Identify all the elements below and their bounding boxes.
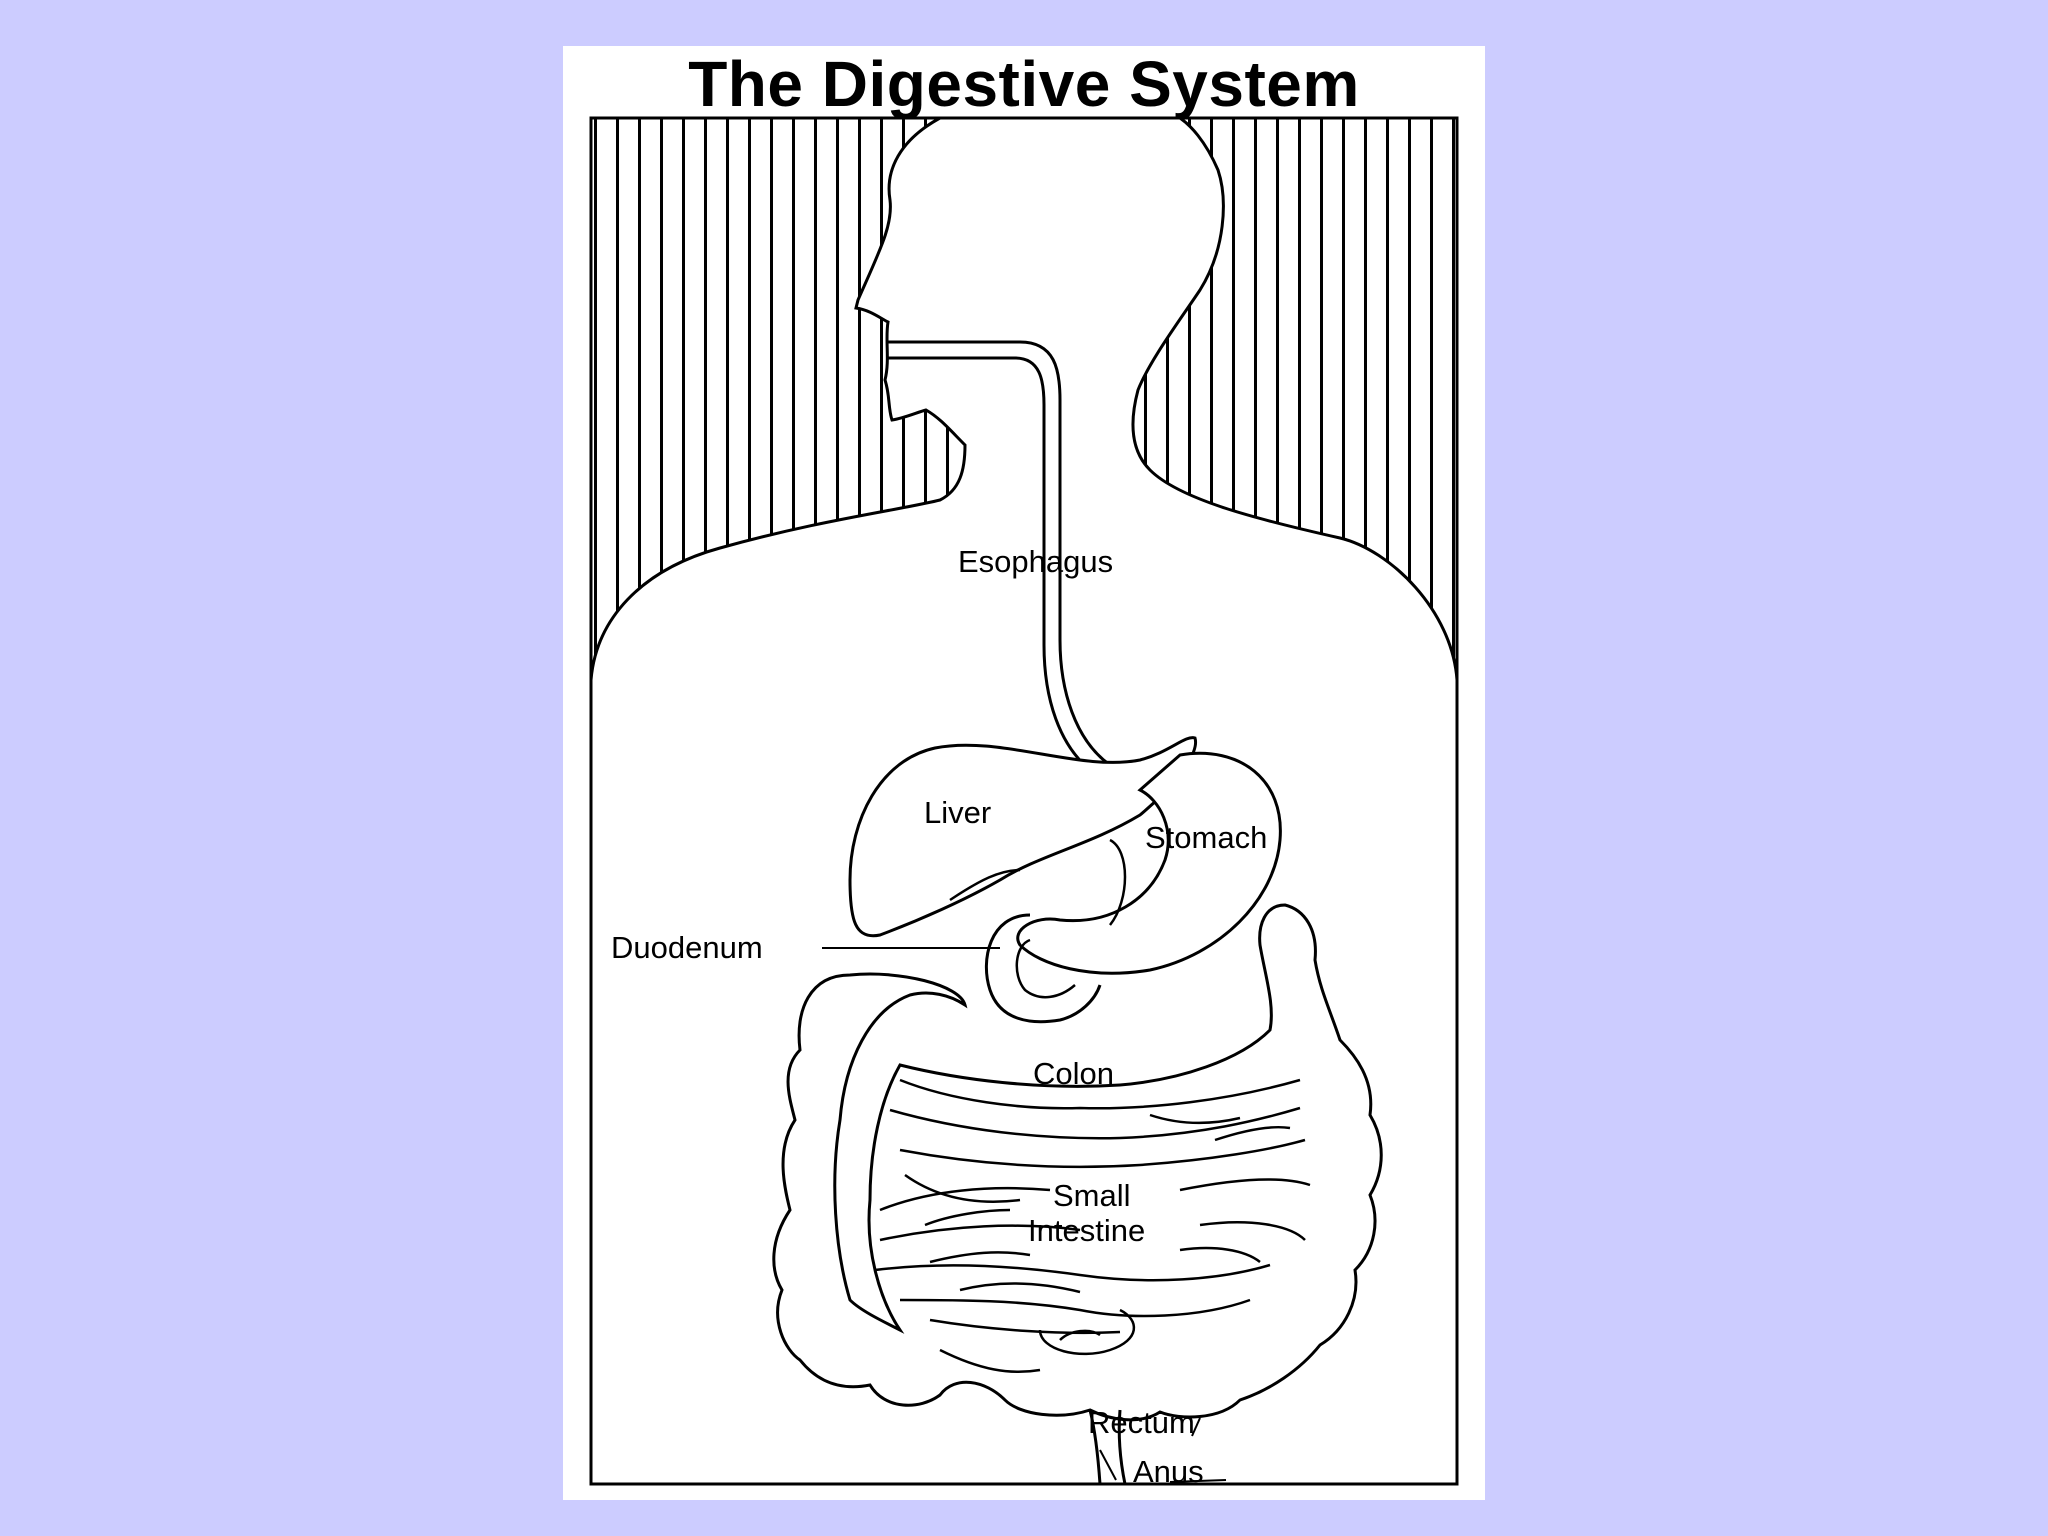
label-small-intestine-line2: Intestine (1028, 1213, 1145, 1248)
rectum-organ (1088, 1409, 1127, 1485)
liver-organ (848, 736, 1198, 938)
label-anus: Anus (1133, 1454, 1204, 1489)
label-small-intestine-line1: Small (1053, 1178, 1131, 1213)
diagram-svg: Esophagus Liver Stomach Duodenum Colon S… (589, 116, 1459, 1489)
leader-lines (822, 947, 1227, 1483)
label-esophagus: Esophagus (958, 544, 1113, 579)
digestive-system-figure: The Digestive System (563, 46, 1485, 1500)
label-duodenum: Duodenum (611, 930, 763, 965)
label-stomach: Stomach (1145, 820, 1267, 855)
label-colon: Colon (1033, 1056, 1114, 1091)
small-intestine-organ (874, 1078, 1311, 1374)
figure-title: The Digestive System (688, 48, 1360, 120)
colon-organ (772, 903, 1383, 1422)
label-liver: Liver (924, 795, 991, 830)
label-rectum: Rectum (1088, 1405, 1195, 1440)
esophagus-organ (888, 340, 1111, 772)
stomach-organ (1016, 751, 1282, 975)
duodenum-organ (984, 913, 1102, 1024)
